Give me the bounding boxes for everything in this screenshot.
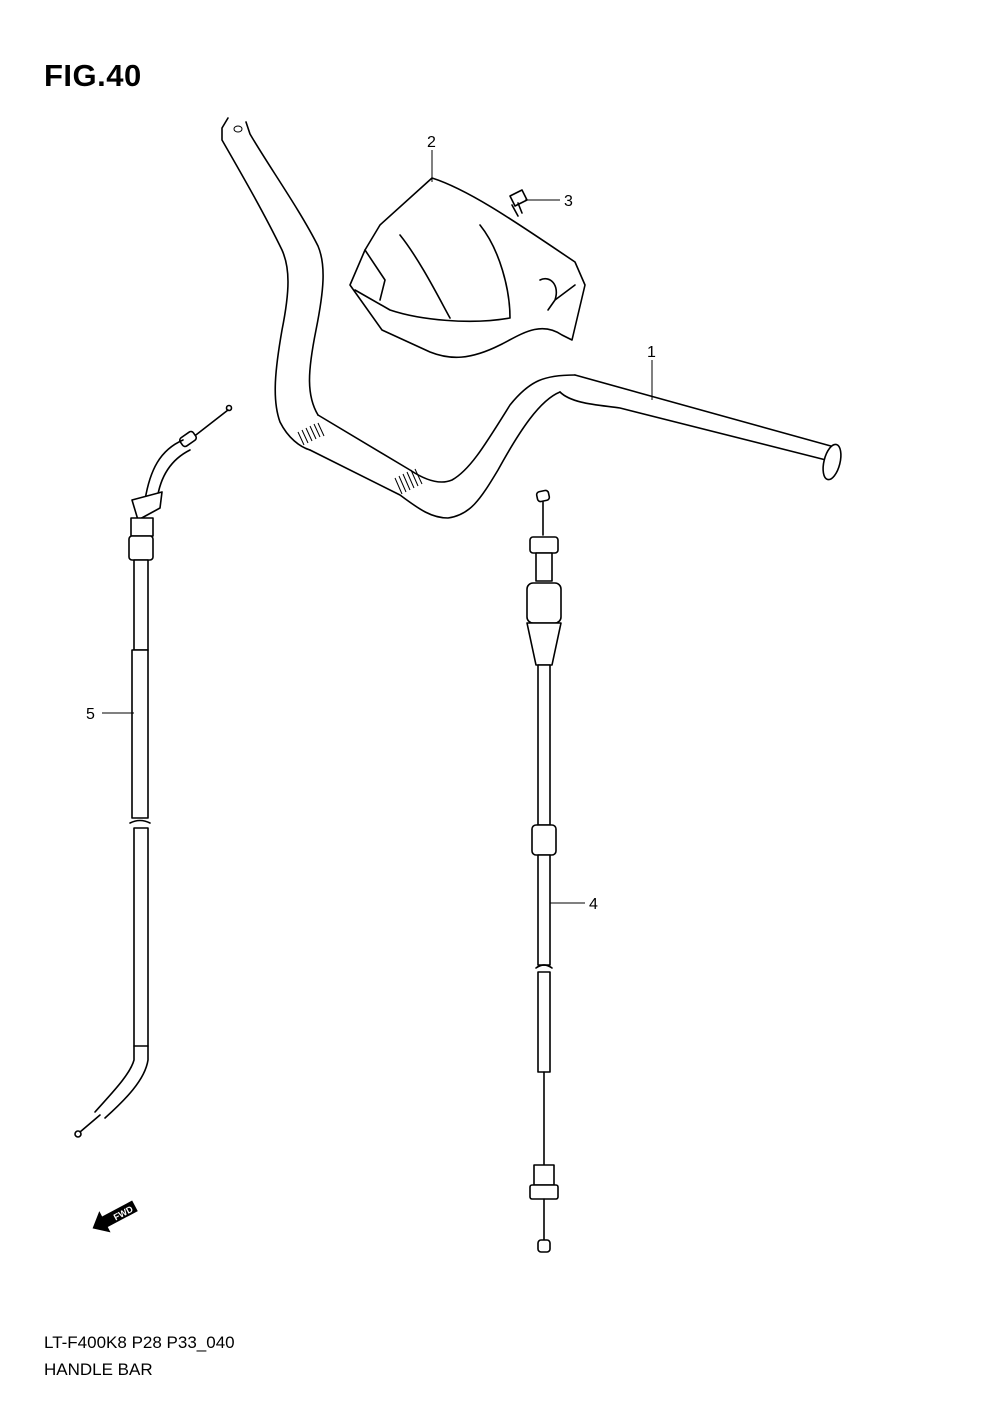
screw-part[interactable] <box>509 189 528 217</box>
figure-name: HANDLE BAR <box>44 1360 153 1379</box>
forward-arrow-icon: FWD <box>92 1200 138 1233</box>
callout-2: 2 <box>427 134 436 151</box>
handlebar-part[interactable] <box>221 117 844 519</box>
cable-part-4[interactable] <box>526 489 562 1253</box>
figure-title: FIG.40 <box>44 58 142 93</box>
model-code: LT-F400K8 P28 P33_040 <box>44 1333 235 1352</box>
cable-part-5[interactable] <box>74 404 233 1138</box>
callout-1: 1 <box>647 344 656 361</box>
callout-3: 3 <box>564 193 573 210</box>
callout-4: 4 <box>589 896 598 913</box>
callout-5: 5 <box>86 706 95 723</box>
handlebar-cover-part[interactable] <box>349 177 586 359</box>
callout-leaders <box>102 150 653 904</box>
